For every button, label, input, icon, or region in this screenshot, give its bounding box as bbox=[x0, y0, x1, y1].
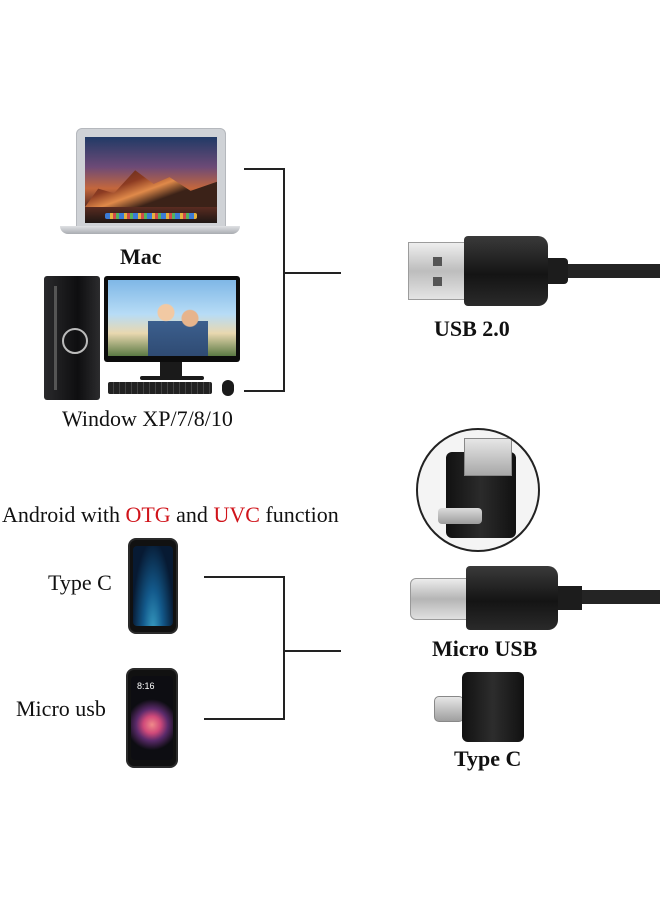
monitor-stand bbox=[160, 362, 182, 376]
otg-highlight: OTG bbox=[125, 502, 171, 527]
monitor-base bbox=[140, 376, 204, 380]
connector-line-windows bbox=[244, 390, 284, 392]
usb-cable bbox=[568, 264, 660, 278]
monitor-image bbox=[104, 276, 240, 362]
usb-cable-neck bbox=[548, 258, 568, 284]
micro-phone-label: Micro usb bbox=[16, 696, 106, 721]
mouse-image bbox=[222, 380, 234, 396]
typec-label: Type C bbox=[454, 746, 522, 771]
usb-plug-housing bbox=[464, 236, 548, 306]
mac-label: Mac bbox=[120, 244, 162, 269]
connector-line-mac bbox=[244, 168, 284, 170]
pc-tower-image bbox=[44, 276, 100, 400]
usb-label: USB 2.0 bbox=[434, 316, 510, 341]
typec-adapter bbox=[462, 672, 524, 742]
micro-usb-label: Micro USB bbox=[432, 636, 538, 661]
dell-logo-icon bbox=[62, 328, 88, 354]
micro-phone-image: 8:16 bbox=[126, 668, 178, 768]
keyboard-image bbox=[108, 382, 212, 394]
typec-phone-image bbox=[128, 538, 178, 634]
android-heading: Android with OTG and UVC function bbox=[2, 502, 339, 527]
typec-phone-label: Type C bbox=[48, 570, 112, 595]
connector-bracket-top bbox=[283, 168, 285, 392]
micro-usb-cable-neck bbox=[558, 586, 582, 610]
otg-adapter-zoom bbox=[416, 428, 540, 552]
usb-a-plug bbox=[408, 242, 466, 300]
laptop-image bbox=[60, 128, 240, 240]
connector-line-micro-phone bbox=[204, 718, 284, 720]
micro-usb-cable bbox=[582, 590, 660, 604]
connector-line-usb bbox=[283, 272, 341, 274]
micro-usb-housing bbox=[466, 566, 558, 630]
micro-usb-plug bbox=[410, 578, 468, 620]
typec-adapter-tip bbox=[434, 696, 464, 722]
connector-line-micro-usb bbox=[283, 650, 341, 652]
windows-label: Window XP/7/8/10 bbox=[62, 406, 233, 431]
connector-line-typec-phone bbox=[204, 576, 284, 578]
phone-time: 8:16 bbox=[137, 681, 155, 691]
connector-bracket-bottom bbox=[283, 576, 285, 720]
uvc-highlight: UVC bbox=[213, 502, 260, 527]
